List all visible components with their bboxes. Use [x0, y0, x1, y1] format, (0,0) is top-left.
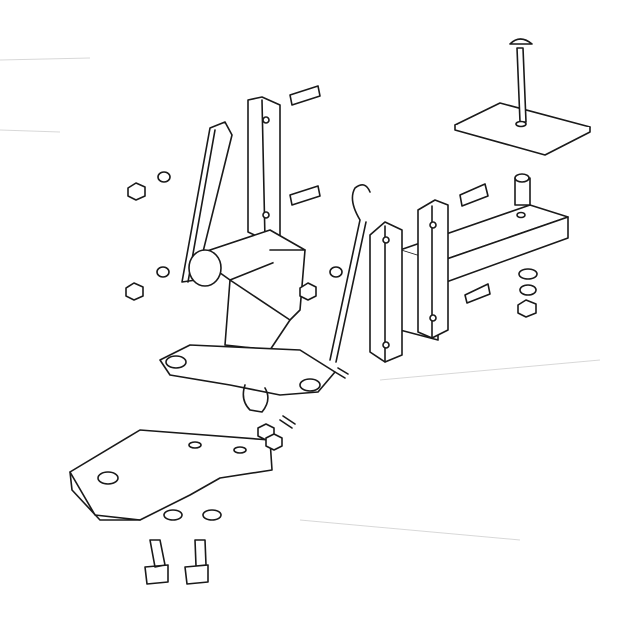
washer	[202, 509, 222, 521]
mounting-plate-with-pin	[454, 38, 591, 156]
washer	[157, 171, 171, 183]
washer	[518, 268, 538, 280]
bolt-right	[459, 183, 489, 207]
nut	[125, 282, 144, 301]
bolt-top	[289, 85, 321, 106]
nuts-and-washers	[125, 171, 538, 521]
nut	[299, 282, 317, 301]
side-plate-right	[417, 199, 449, 339]
bolt-right-lower	[464, 283, 491, 304]
nut	[127, 182, 146, 201]
washer	[519, 284, 537, 296]
washer	[156, 266, 170, 278]
ball-mount-bar	[69, 429, 273, 521]
washer	[163, 509, 183, 521]
nut	[517, 299, 537, 318]
washer	[329, 266, 343, 278]
safety-chain-hook	[329, 184, 371, 363]
center-bracket	[369, 221, 403, 363]
bolt-lower-right	[184, 539, 209, 585]
scan-artifacts	[0, 57, 601, 541]
nut	[265, 433, 283, 451]
left-strap	[247, 96, 281, 241]
bolt-mid	[289, 185, 321, 206]
bolt-lower-left	[144, 539, 169, 585]
bolts	[144, 85, 491, 585]
lower-mount-plate	[159, 344, 336, 413]
spring-pin	[279, 415, 296, 429]
spring-pin	[334, 367, 349, 379]
